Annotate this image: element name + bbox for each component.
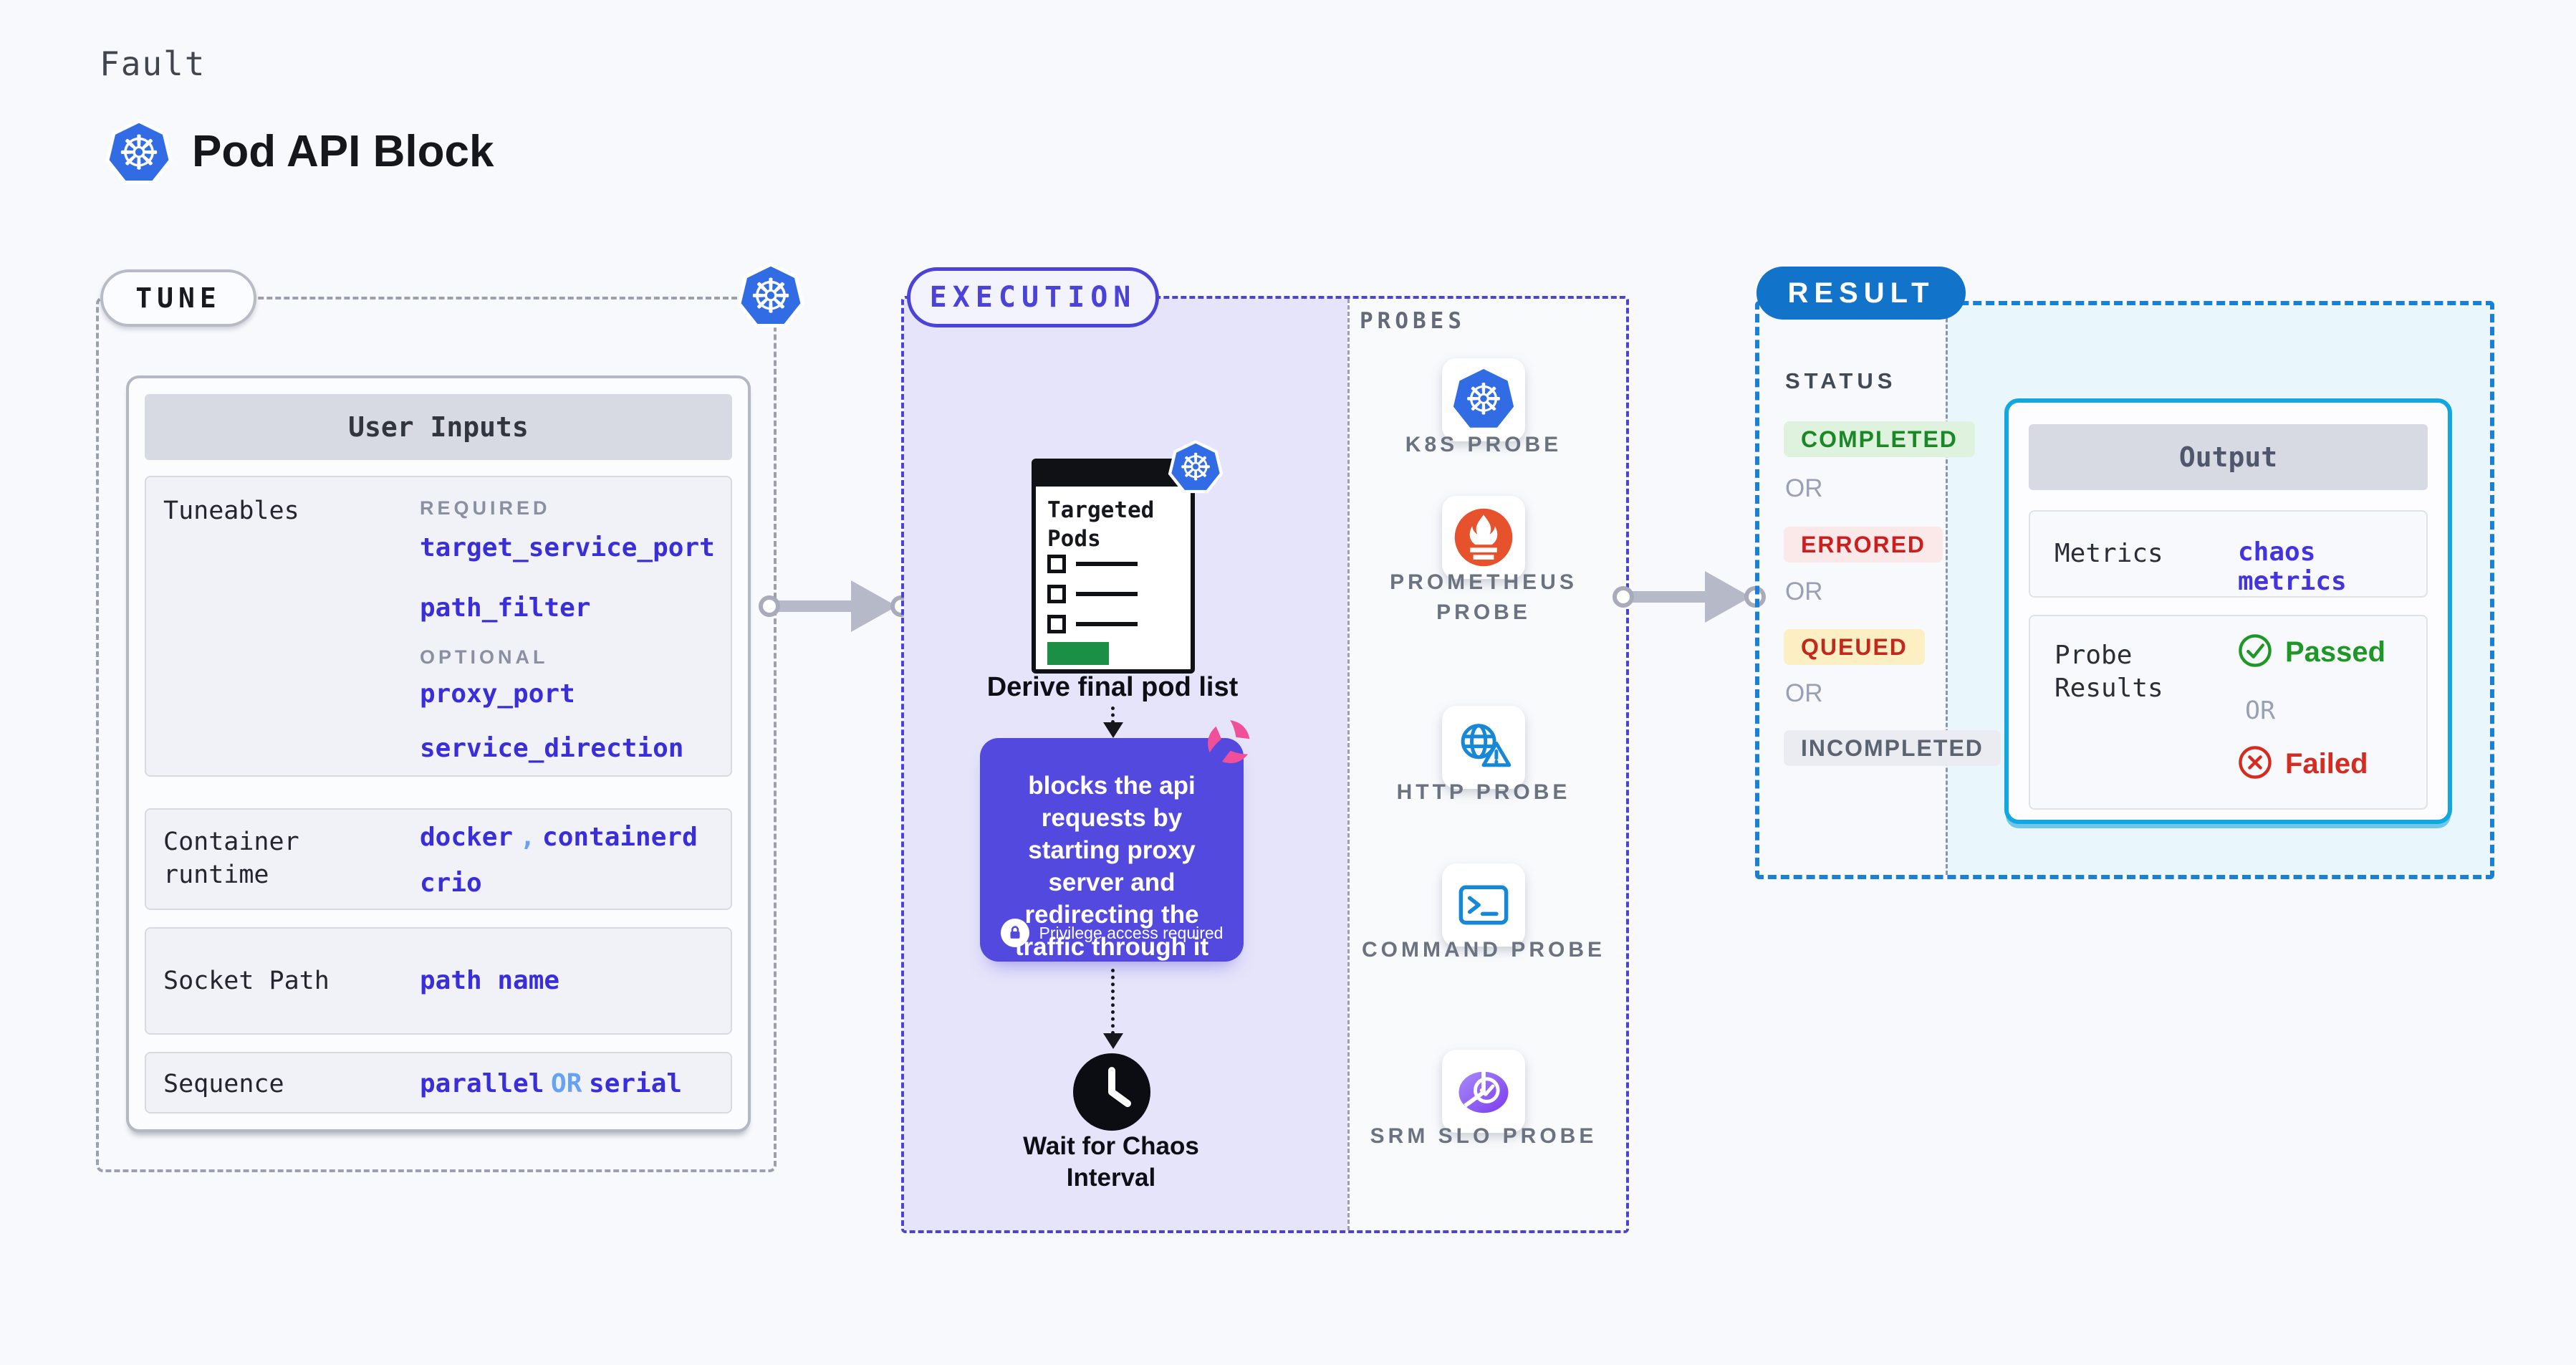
output-title: Output [2029,424,2428,490]
result-section-badge: RESULT [1756,267,1966,320]
probe-label: PROMETHEUS PROBE [1390,570,1577,624]
user-inputs-title: User Inputs [145,394,732,460]
tuneable-value: service_direction [420,734,684,763]
terminal-icon [1442,863,1525,947]
flow-arrowhead [1705,571,1751,623]
metrics-value: chaos metrics [2238,537,2347,596]
status-heading: STATUS [1785,368,1897,393]
probe-label: K8S PROBE [1405,433,1562,456]
derive-pod-list-label: Derive final pod list [986,672,1239,702]
container-runtime-row: Container runtime docker , containerd cr… [145,808,732,910]
socket-path-label: Socket Path [163,967,330,995]
or-separator: OR [1785,578,1823,605]
required-heading: REQUIRED [420,497,551,519]
probe-label: SRM SLO PROBE [1370,1124,1597,1148]
status-badge: ERRORED [1784,527,1943,562]
or-separator: OR [1785,474,1823,502]
flow-dotted-line [1111,969,1115,1035]
chaos-pinwheel-icon [1202,715,1256,773]
socket-path-row: Socket Path path name [145,927,732,1035]
container-runtime-label: Container runtime [163,828,299,889]
pod-list-item [1047,615,1138,633]
connector-node [759,595,780,617]
execution-section-box [901,296,1629,1233]
tuneable-value: proxy_port [420,679,575,709]
tuneables-row: Tuneables REQUIRED target_service_port p… [145,476,732,777]
metrics-label: Metrics [2054,539,2163,568]
kubernetes-icon: ☸ [1442,358,1525,441]
clock-icon [1072,1052,1152,1136]
probe-results-row: Probe Results Passed OR Failed [2029,615,2428,810]
targeted-pods-card: Targeted Pods [1032,459,1195,674]
flow-dotted-line [1111,707,1115,724]
sequence-row: Sequence parallel OR serial [145,1052,732,1113]
page-title: Pod API Block [192,127,494,176]
tuneables-label: Tuneables [163,497,299,525]
metrics-row: Metrics chaos metrics [2029,510,2428,598]
fault-description-card: blocks the api requests by starting prox… [980,738,1244,962]
kubernetes-icon: ☸ [105,119,173,185]
kubernetes-icon: ☸ [1168,440,1224,494]
prometheus-icon [1442,496,1525,579]
flow-arrowhead [851,580,897,632]
socket-path-value: path name [420,966,560,995]
window-titlebar [1035,462,1191,487]
lock-icon [1000,919,1029,947]
tune-section-box [96,297,777,1172]
slo-pie-check-icon [1442,1050,1525,1133]
output-card: Output Metrics chaos metrics Probe Resul… [2004,398,2452,824]
flow-arrow [775,600,858,612]
or-separator: OR [2245,696,2276,725]
globe-warning-icon [1442,706,1525,789]
flow-dotted-arrowhead [1103,1033,1123,1049]
fault-eyebrow: Fault [100,44,206,83]
optional-heading: OPTIONAL [420,646,549,668]
status-badge: COMPLETED [1784,421,1975,457]
flow-dotted-arrowhead [1103,722,1123,738]
x-circle-icon [2236,744,2274,785]
privilege-note: Privilege access required [980,919,1244,947]
kubernetes-icon: ☸ [736,262,805,328]
targeted-pods-title: Targeted Pods [1047,497,1155,552]
container-runtime-values: docker , containerd [420,823,698,852]
progress-bar [1047,642,1109,665]
connector-node [1613,586,1634,608]
failed-label: Failed [2285,748,2368,780]
fault-description-text: blocks the api requests by starting prox… [1014,772,1209,961]
execution-section-badge: EXECUTION [907,267,1159,327]
pod-list-item [1047,585,1138,603]
sequence-label: Sequence [163,1070,284,1098]
or-separator: OR [1785,679,1823,707]
status-badge: INCOMPLETED [1784,730,2001,766]
tune-section-badge: TUNE [100,269,256,327]
probe-label: COMMAND PROBE [1362,938,1605,962]
flow-arrow [1629,591,1712,603]
tuneable-value: target_service_port [420,533,715,562]
pod-list-item [1047,555,1138,573]
tuneable-value: path_filter [420,593,591,623]
passed-label: Passed [2285,636,2386,668]
user-inputs-card: User Inputs Tuneables REQUIRED target_se… [126,375,751,1132]
sequence-values: parallel OR serial [420,1069,683,1098]
probe-results-label: Probe Results [2054,641,2163,703]
probes-heading: PROBES [1360,308,1466,334]
container-runtime-value: crio [420,868,482,898]
status-badge: QUEUED [1784,629,1925,665]
probe-label: HTTP PROBE [1396,780,1571,804]
wait-chaos-interval-label: Wait for Chaos Interval [1023,1132,1199,1192]
check-circle-icon [2236,632,2274,673]
